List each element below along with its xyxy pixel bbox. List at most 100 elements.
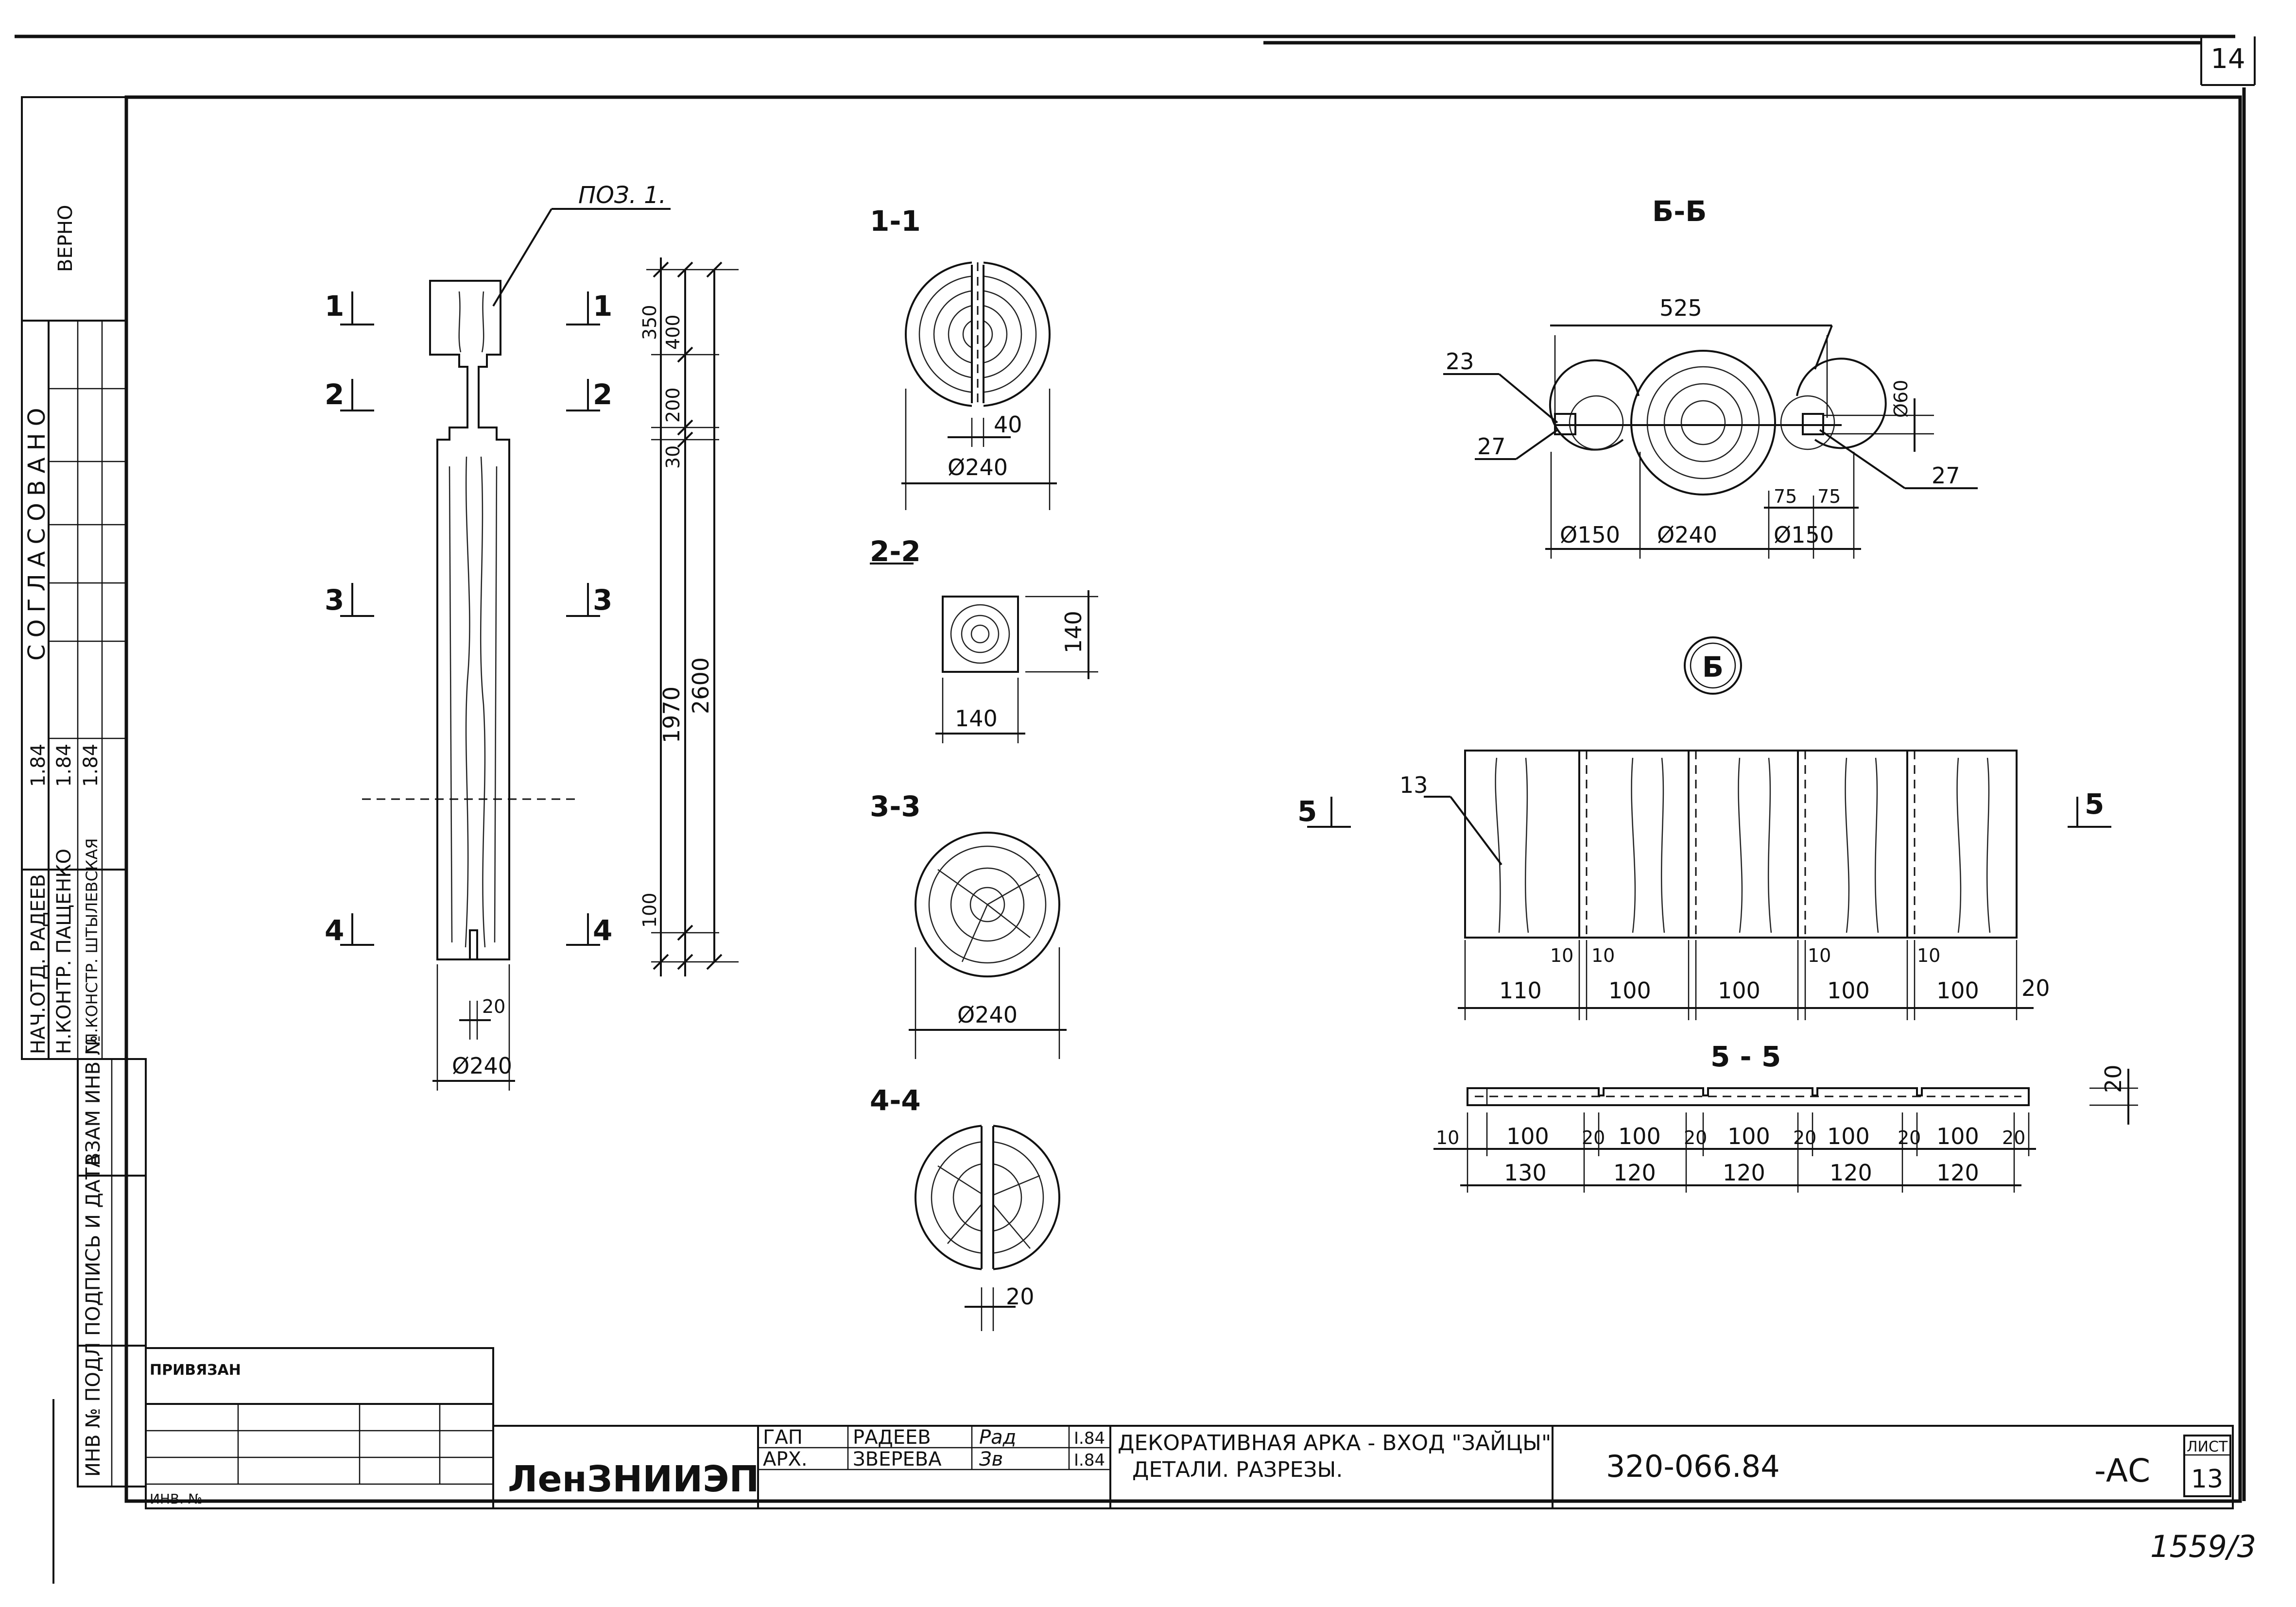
- bb-dim-d150-left: Ø150: [1560, 522, 1620, 548]
- s55-r1-100-c: 100: [1727, 1123, 1770, 1149]
- cut-mark-3-left: 3: [325, 583, 344, 616]
- dim-400: 400: [662, 314, 684, 350]
- drawing-title-1: ДЕКОРАТИВНАЯ АРКА - ВХОД "ЗАЙЦЫ": [1118, 1430, 1551, 1455]
- corner-number: 14: [2210, 43, 2245, 75]
- vb-dim-20: 20: [2021, 975, 2050, 1001]
- organization: ЛенЗНИИЭП: [508, 1458, 759, 1500]
- verno-label: ВЕРНО: [54, 205, 77, 272]
- position-label: ПОЗ. 1.: [578, 182, 666, 209]
- s55-r1-100-a: 100: [1506, 1123, 1549, 1149]
- vb-dim-110: 110: [1499, 977, 1542, 1004]
- vb-dim-10-c: 10: [1808, 945, 1831, 966]
- vb-dim-100-b: 100: [1718, 977, 1761, 1004]
- vb-dim-10-b: 10: [1591, 945, 1615, 966]
- section-3-3-label: 3-3: [870, 790, 921, 823]
- stamp-role-2: АРХ.: [763, 1448, 808, 1470]
- section-1-1-label: 1-1: [870, 205, 921, 238]
- column-bottom-dims: [432, 964, 515, 1091]
- cut-mark-4-right: 4: [593, 914, 612, 947]
- archive-number: 1559/3: [2150, 1529, 2256, 1564]
- s55-r1-20-d: 20: [1898, 1127, 1921, 1148]
- s55-r1-20-b: 20: [1684, 1127, 1707, 1148]
- dim-350: 350: [639, 305, 660, 340]
- stamp-sign-1: Рад: [979, 1426, 1016, 1449]
- stamp-name-2: ЗВЕРЕВА: [853, 1448, 942, 1470]
- dim-1970: 1970: [658, 686, 685, 743]
- s2-dim-140-h: 140: [955, 705, 998, 732]
- sheet-frame: [15, 34, 2256, 1584]
- bb-dim-d240: Ø240: [1657, 522, 1717, 548]
- dim-2600: 2600: [688, 657, 714, 714]
- stamp-sign-2: Зв: [979, 1448, 1003, 1470]
- signer-date-2: 1.84: [53, 744, 75, 787]
- col-inv-podl: ИНВ № ПОДЛ: [82, 1342, 104, 1477]
- s3-dim-d240: Ø240: [957, 1002, 1018, 1028]
- sheet-number: 13: [2191, 1465, 2223, 1494]
- privyazan-label: ПРИВЯЗАН: [150, 1362, 241, 1379]
- s55-r2-120-a: 120: [1613, 1160, 1656, 1186]
- cut-mark-1-left: 1: [325, 290, 344, 323]
- signer-3: ГЛ.КОНСТР. ШТЫЛЕВСКАЯ: [83, 838, 101, 1054]
- inv-no-label: ИНВ. №: [150, 1491, 202, 1507]
- s55-r1-100-b: 100: [1618, 1123, 1661, 1149]
- s55-r2-120-c: 120: [1830, 1160, 1872, 1186]
- agreed-label: СОГЛАСОВАНО: [23, 401, 51, 661]
- col-vzam: ВЗАМ ИНВ №: [82, 1035, 104, 1166]
- view-b-marker: [1684, 636, 1742, 695]
- bb-marker-23: 23: [1446, 348, 1474, 375]
- bb-dim-d150-right: Ø150: [1774, 522, 1834, 548]
- vb-dim-10-a: 10: [1550, 945, 1573, 966]
- bb-dim-75-a: 75: [1774, 486, 1797, 507]
- drawing-suffix: -АС: [2094, 1452, 2150, 1489]
- drawing-title-2: ДЕТАЛИ. РАЗРЕЗЫ.: [1132, 1457, 1343, 1482]
- view-b-boards: [1307, 750, 2111, 1020]
- cut-5-left: 5: [1297, 795, 1317, 828]
- s55-r2-120-d: 120: [1936, 1160, 1979, 1186]
- s55-r2-130: 130: [1504, 1160, 1547, 1186]
- section-cut-marks: [340, 291, 600, 946]
- s55-r2-120-b: 120: [1723, 1160, 1765, 1186]
- dim-100: 100: [639, 892, 660, 928]
- signer-1: НАЧ.ОТД. РАДЕЕВ: [27, 874, 50, 1054]
- s55-r1-100-e: 100: [1936, 1123, 1979, 1149]
- s55-r1-20-e: 20: [2002, 1127, 2025, 1148]
- s55-r1-10: 10: [1436, 1127, 1459, 1148]
- section-4-4-label: 4-4: [870, 1084, 921, 1117]
- section-bb-label: Б-Б: [1652, 195, 1707, 228]
- cut-mark-2-left: 2: [325, 378, 344, 411]
- cut-mark-1-right: 1: [593, 290, 612, 323]
- section-3-3-drawing: [909, 832, 1067, 1059]
- s4-dim-20: 20: [1006, 1283, 1035, 1310]
- section-4-4-drawing: [915, 1122, 1060, 1331]
- bb-marker-27-right: 27: [1932, 462, 1960, 489]
- section-2-2-label: 2-2: [870, 535, 921, 568]
- cut-5-right: 5: [2085, 787, 2104, 821]
- bb-marker-27-left: 27: [1477, 433, 1506, 460]
- s55-dim-20-side: 20: [2100, 1064, 2126, 1093]
- section-1-1-drawing: [901, 257, 1057, 510]
- bb-dim-525: 525: [1659, 295, 1702, 321]
- section-2-2-drawing: [870, 563, 1098, 743]
- col-podpis: ПОДПИСЬ И ДАТА: [82, 1154, 104, 1336]
- stamp-role-1: ГАП: [763, 1426, 803, 1449]
- view-b-marker-13: 13: [1399, 772, 1428, 798]
- sheet-label: ЛИСТ: [2187, 1438, 2228, 1455]
- bb-dim-75-b: 75: [1817, 486, 1841, 507]
- cut-mark-4-left: 4: [325, 914, 344, 947]
- cut-mark-3-right: 3: [593, 583, 612, 616]
- dim-d240-column: Ø240: [452, 1053, 512, 1079]
- view-b-label: Б: [1702, 650, 1724, 684]
- vb-dim-100-c: 100: [1827, 977, 1870, 1004]
- dim-200: 200: [662, 387, 684, 423]
- bb-dim-d60: Ø60: [1890, 380, 1912, 418]
- signer-date-3: 1.84: [80, 744, 102, 787]
- dim-30: 30: [662, 445, 684, 469]
- s55-r1-100-d: 100: [1827, 1123, 1870, 1149]
- approval-block: [21, 96, 147, 1487]
- section-bb-drawing: [1443, 325, 1978, 559]
- cut-mark-2-right: 2: [593, 378, 612, 411]
- column-elevation: [362, 208, 671, 960]
- stamp-date-1: I.84: [1074, 1429, 1105, 1448]
- column-vertical-dims: [646, 257, 739, 976]
